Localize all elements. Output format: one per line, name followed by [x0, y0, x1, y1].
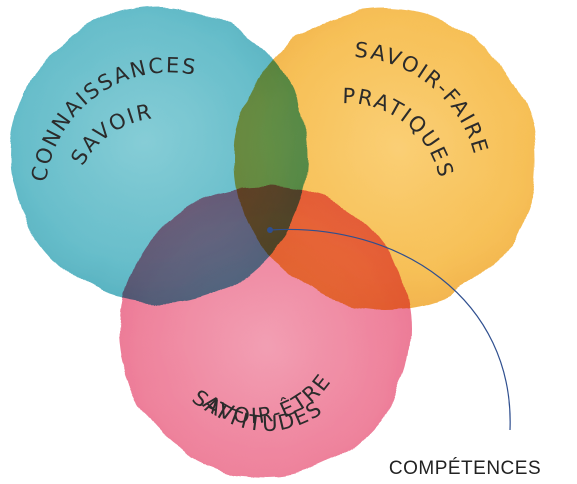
- pink-circle: [120, 185, 410, 475]
- competences-label: COMPÉTENCES: [389, 458, 541, 479]
- competences-connector-line: [269, 228, 511, 431]
- center-intersection-dot: [267, 227, 273, 233]
